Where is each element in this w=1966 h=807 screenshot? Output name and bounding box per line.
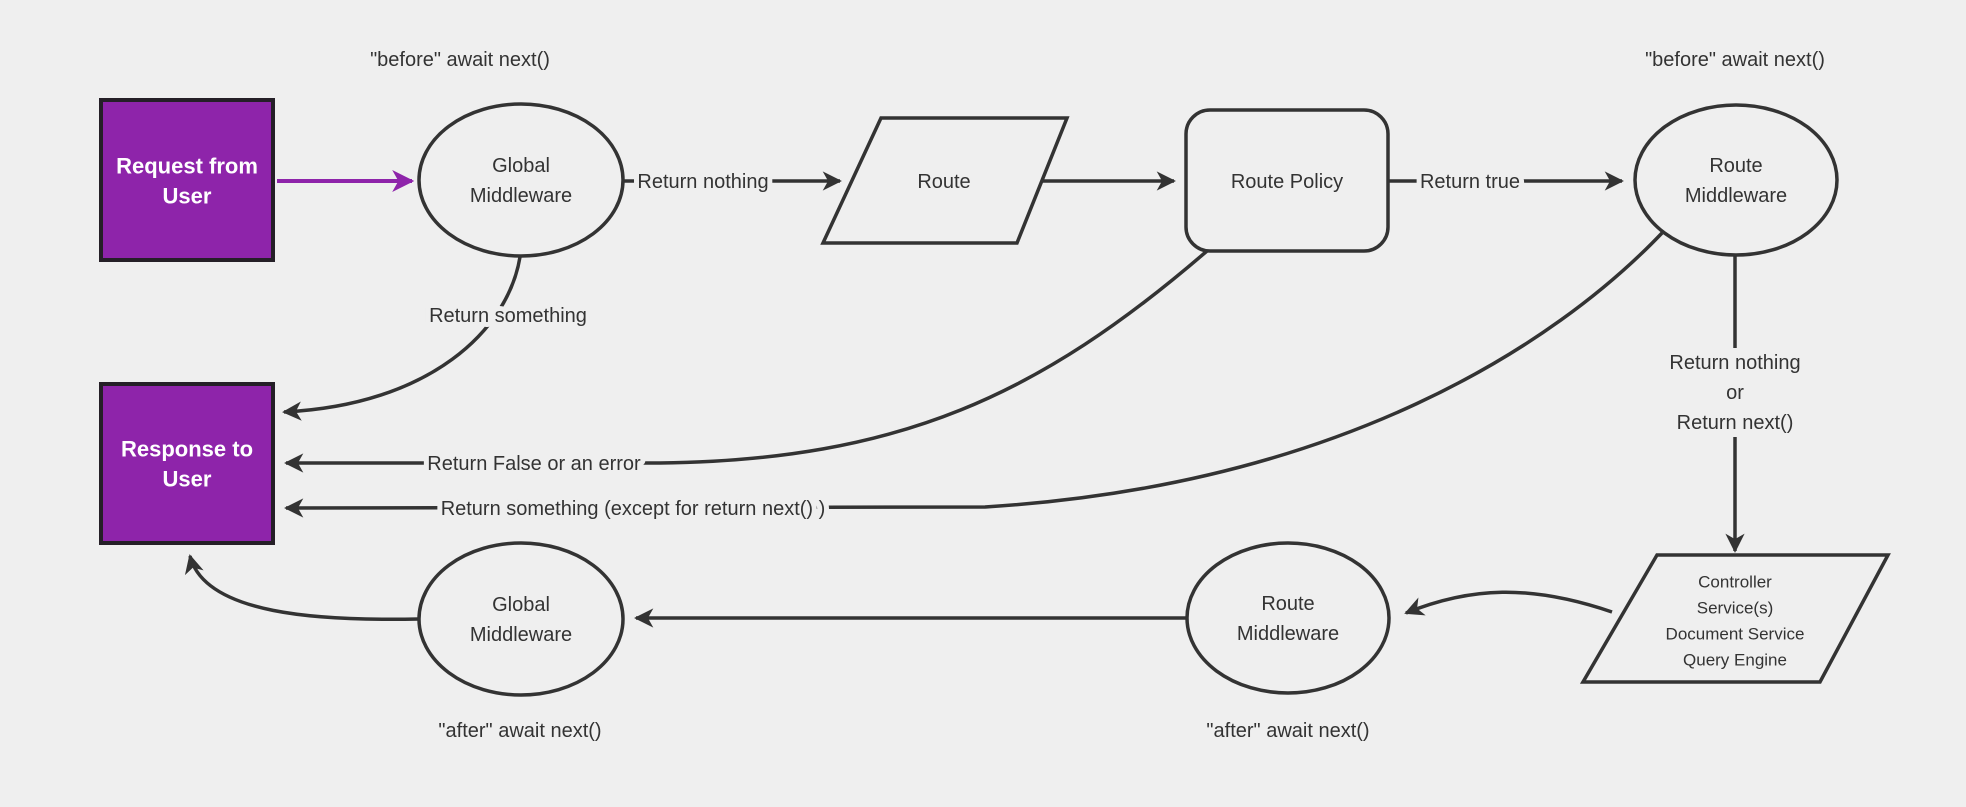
- edge-global-middleware-to-response: [282, 256, 522, 421]
- label-return-something-except: Return something (except for return next…: [441, 498, 826, 520]
- global-middleware-bottom-label-line1: Global: [492, 594, 550, 616]
- global-middleware-top-ellipse: [417, 102, 625, 258]
- label-before-await-next-route: "before" await next(): [1645, 49, 1825, 71]
- node-global-middleware-top: Global Middleware: [417, 102, 625, 258]
- response-to-user-label-line1: Response to: [121, 437, 253, 462]
- route-policy-box: [1184, 108, 1390, 253]
- controller-services-label-line2: Service(s): [1697, 599, 1774, 618]
- edge-route-policy-to-response: [284, 249, 1209, 473]
- request-from-user-label-line2: User: [163, 184, 212, 209]
- label-after-await-next-route: "after" await next(): [1206, 720, 1369, 742]
- route-label: Route: [917, 171, 970, 193]
- node-route: Route: [820, 116, 1070, 245]
- label-after-await-next-global: "after" await next(): [438, 720, 601, 742]
- label-return-nothing-or-line1: Return nothing: [1669, 352, 1800, 374]
- global-middleware-top-label-line1: Global: [492, 155, 550, 177]
- route-middleware-bottom-ellipse: [1185, 541, 1391, 695]
- request-from-user-box: [99, 98, 275, 262]
- node-response-to-user: Response to User: [99, 382, 275, 545]
- controller-services-label-line3: Document Service: [1666, 625, 1805, 644]
- response-to-user-label-line2: User: [163, 467, 212, 492]
- label-return-something: Return something: [429, 305, 587, 327]
- edge-global-middleware-bottom-to-response: [184, 554, 420, 622]
- label-before-await-next-global: "before" await next(): [370, 49, 550, 71]
- node-request-from-user: Request from User: [99, 98, 275, 262]
- node-route-middleware-bottom: Route Middleware: [1185, 541, 1391, 695]
- edge-route-middleware-to-response: [284, 231, 1664, 518]
- controller-services-parallelogram: [1579, 553, 1891, 684]
- route-middleware-bottom-label-line1: Route: [1261, 593, 1314, 615]
- edges: [184, 170, 1745, 628]
- edge-controller-to-route-middleware-bottom: [1404, 590, 1613, 616]
- request-from-user-label-line1: Request from: [116, 154, 258, 179]
- node-route-middleware-top: Route Middleware: [1633, 103, 1839, 257]
- node-global-middleware-bottom: Global Middleware: [417, 541, 625, 697]
- label-return-nothing-or-line3: Return next(): [1677, 412, 1794, 434]
- route-middleware-bottom-label-line2: Middleware: [1237, 623, 1339, 645]
- edge-labels: "before" await next() "before" await nex…: [365, 44, 1830, 747]
- controller-services-label-line1: Controller: [1698, 573, 1772, 592]
- node-controller-services: Controller Service(s) Document Service Q…: [1579, 553, 1891, 684]
- global-middleware-top-label-line2: Middleware: [470, 185, 572, 207]
- global-middleware-bottom-label-line2: Middleware: [470, 624, 572, 646]
- label-return-nothing: Return nothing: [637, 171, 768, 193]
- route-middleware-top-label-line1: Route: [1709, 155, 1762, 177]
- response-to-user-box: [99, 382, 275, 545]
- route-policy-label: Route Policy: [1231, 171, 1343, 193]
- route-parallelogram: [820, 116, 1070, 245]
- route-middleware-top-ellipse: [1633, 103, 1839, 257]
- label-return-nothing-or-line2: or: [1726, 382, 1744, 404]
- controller-services-label-line4: Query Engine: [1683, 651, 1787, 670]
- label-return-true: Return true: [1420, 171, 1520, 193]
- global-middleware-bottom-ellipse: [417, 541, 625, 697]
- node-route-policy: Route Policy: [1184, 108, 1390, 253]
- route-middleware-top-label-line2: Middleware: [1685, 185, 1787, 207]
- label-return-false-or-error: Return False or an error: [427, 453, 641, 475]
